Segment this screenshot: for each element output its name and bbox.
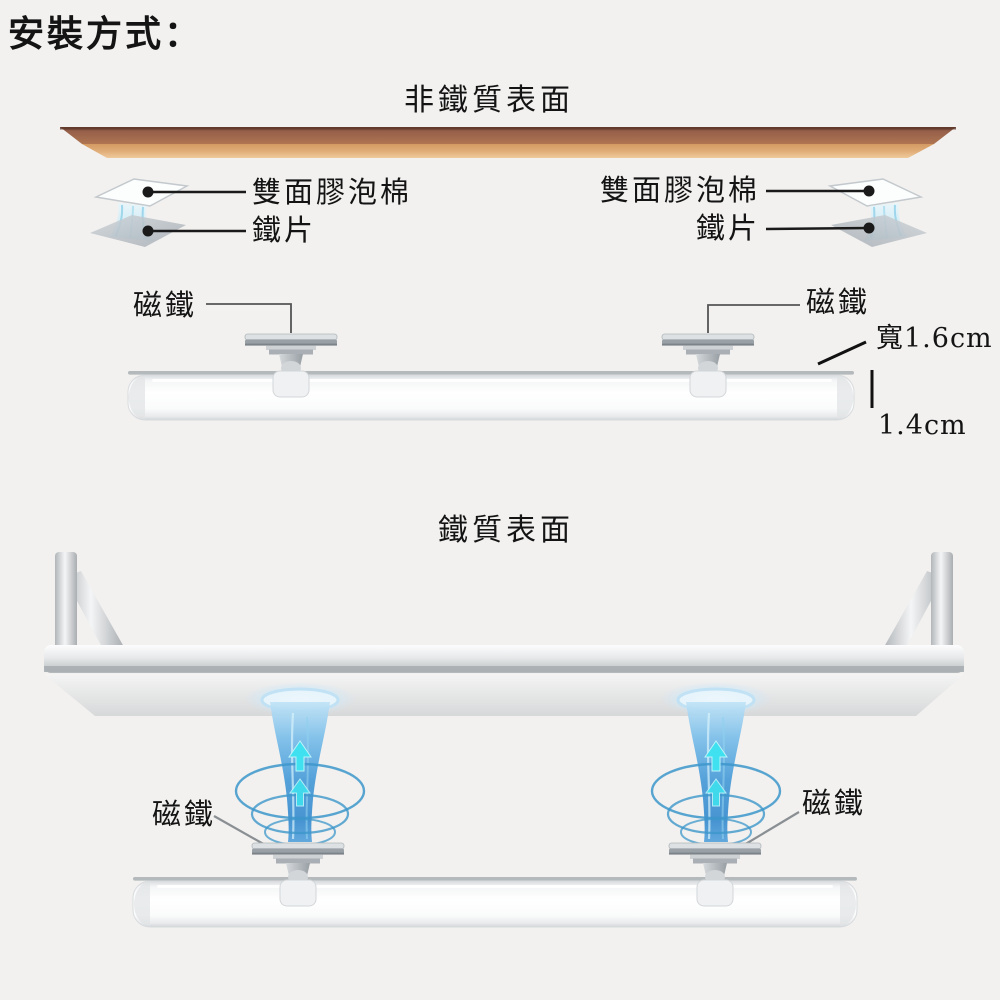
iron-sheet-label-right: 鐵片 <box>695 211 760 245</box>
leader-lines-magnet-bottom <box>213 811 800 847</box>
magnetic-field-vortex-right <box>650 680 782 847</box>
magnet-mount-mid-left <box>244 333 338 398</box>
magnet-label-mid-left: 磁鐵 <box>133 288 198 322</box>
foam-label-left: 雙面膠泡棉 <box>252 175 413 209</box>
leader-lines-magnet-mid <box>206 303 800 333</box>
page-title: 安裝方式： <box>8 13 204 55</box>
magnet-mount-bottom-right <box>668 842 762 907</box>
metal-rack-frame <box>44 552 964 716</box>
magnetic-field-vortex-left <box>234 680 366 847</box>
foam-iron-stack-left <box>89 178 188 248</box>
magnet-mount-bottom-left <box>251 842 345 907</box>
iron-sheet-label-left: 鐵片 <box>252 213 317 247</box>
width-dimension-label: 寬1.6cm <box>876 323 993 354</box>
light-bar-bottom <box>132 877 858 928</box>
light-bar-mid <box>127 371 855 421</box>
magnet-label-bottom-left: 磁鐵 <box>152 797 217 831</box>
height-dimension-label: 1.4cm <box>878 410 967 441</box>
wooden-board <box>60 127 956 158</box>
magnet-label-bottom-right: 磁鐵 <box>802 786 867 820</box>
foam-iron-stack-right <box>829 178 928 248</box>
magnet-label-mid-right: 磁鐵 <box>806 285 871 319</box>
foam-label-right: 雙面膠泡棉 <box>599 173 760 207</box>
section-heading-non-ferrous: 非鐵質表面 <box>404 83 574 118</box>
magnet-mount-mid-right <box>661 333 755 398</box>
section-heading-ferrous: 鐵質表面 <box>438 513 574 548</box>
dimension-lines <box>817 340 874 408</box>
